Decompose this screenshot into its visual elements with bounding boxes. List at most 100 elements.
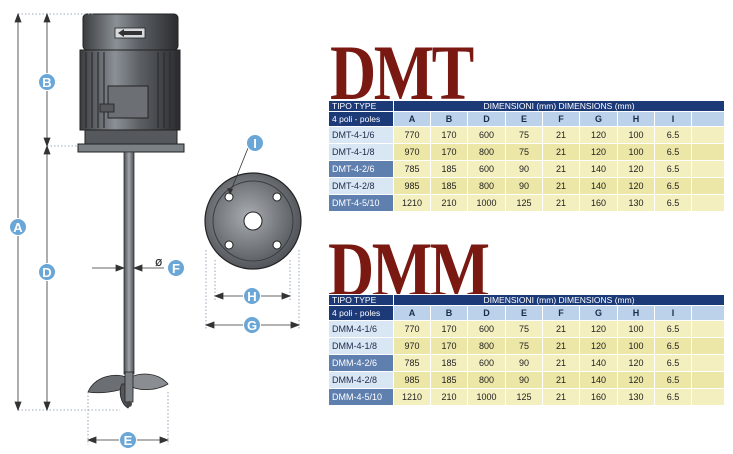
col-header: E — [505, 305, 543, 321]
col-header: I — [654, 111, 692, 127]
value-cell: 6.5 — [654, 320, 692, 338]
label-g: G — [243, 316, 261, 334]
value-cell: 120 — [617, 160, 655, 178]
svg-text:G: G — [247, 318, 257, 333]
table-row: DMT-4-1/8 970 170 800 75 21 120 100 6.5 — [328, 143, 725, 161]
value-cell: 120 — [617, 354, 655, 372]
value-cell — [691, 126, 725, 144]
value-cell: 1000 — [467, 388, 506, 406]
label-h: H — [243, 287, 261, 305]
value-cell: 800 — [467, 143, 506, 161]
value-cell: 21 — [542, 320, 580, 338]
col-header: B — [430, 305, 468, 321]
value-cell: 1210 — [393, 388, 431, 406]
value-cell: 785 — [393, 354, 431, 372]
value-cell: 6.5 — [654, 177, 692, 195]
col-header: B — [430, 111, 468, 127]
value-cell: 21 — [542, 177, 580, 195]
value-cell: 120 — [579, 143, 618, 161]
value-cell: 125 — [505, 388, 543, 406]
value-cell — [691, 194, 725, 212]
value-cell: 21 — [542, 143, 580, 161]
value-cell: 800 — [467, 177, 506, 195]
type-label: TIPO TYPE — [328, 100, 394, 112]
label-d: D — [38, 263, 56, 281]
value-cell: 6.5 — [654, 354, 692, 372]
value-cell: 970 — [393, 143, 431, 161]
value-cell: 800 — [467, 337, 506, 355]
flange-top-view — [204, 147, 302, 270]
col-header: H — [617, 111, 655, 127]
svg-text:E: E — [124, 433, 133, 448]
value-cell: 6.5 — [654, 143, 692, 161]
value-cell: 6.5 — [654, 371, 692, 389]
model-name: DMM-4-2/6 — [328, 354, 394, 372]
value-cell: 21 — [542, 354, 580, 372]
label-f: F — [167, 259, 185, 277]
dimensions-label: DIMENSIONI (mm) DIMENSIONS (mm) — [393, 100, 725, 112]
propeller — [87, 371, 169, 409]
value-cell: 21 — [542, 194, 580, 212]
value-cell: 100 — [617, 320, 655, 338]
value-cell: 1000 — [467, 194, 506, 212]
value-cell: 600 — [467, 354, 506, 372]
value-cell — [691, 160, 725, 178]
value-cell: 170 — [430, 320, 468, 338]
value-cell: 140 — [579, 371, 618, 389]
value-cell: 160 — [579, 388, 618, 406]
poles-label: 4 poli - poles — [328, 111, 394, 127]
svg-text:B: B — [42, 75, 51, 90]
value-cell: 600 — [467, 160, 506, 178]
value-cell: 75 — [505, 143, 543, 161]
table-row: DMT-4-5/10 1210 210 1000 125 21 160 130 … — [328, 194, 725, 212]
value-cell: 770 — [393, 320, 431, 338]
value-cell — [691, 371, 725, 389]
value-cell: 210 — [430, 194, 468, 212]
value-cell: 800 — [467, 371, 506, 389]
value-cell: 120 — [579, 126, 618, 144]
value-cell: 90 — [505, 160, 543, 178]
value-cell — [691, 143, 725, 161]
value-cell: 185 — [430, 354, 468, 372]
value-cell: 785 — [393, 160, 431, 178]
value-cell: 120 — [579, 337, 618, 355]
value-cell: 970 — [393, 337, 431, 355]
value-cell: 6.5 — [654, 337, 692, 355]
value-cell: 130 — [617, 194, 655, 212]
value-cell: 160 — [579, 194, 618, 212]
value-cell: 21 — [542, 388, 580, 406]
table-row: DMM-4-1/8 970 170 800 75 21 120 100 6.5 — [328, 337, 725, 355]
table-row: DMM-4-5/10 1210 210 1000 125 21 160 130 … — [328, 388, 725, 406]
value-cell: 185 — [430, 371, 468, 389]
table-row: DMT-4-2/6 785 185 600 90 21 140 120 6.5 — [328, 160, 725, 178]
label-e: E — [119, 431, 137, 449]
value-cell: 90 — [505, 371, 543, 389]
label-b: B — [38, 73, 56, 91]
phi-symbol: ø — [155, 255, 162, 269]
model-name: DMM-4-1/6 — [328, 320, 394, 338]
dmm-dimension-table: TIPO TYPE DIMENSIONI (mm) DIMENSIONS (mm… — [328, 294, 725, 406]
value-cell: 985 — [393, 177, 431, 195]
value-cell: 600 — [467, 126, 506, 144]
value-cell: 140 — [579, 177, 618, 195]
table-row: DMT-4-1/6 770 170 600 75 21 120 100 6.5 — [328, 126, 725, 144]
dmt-dimension-table: TIPO TYPE DIMENSIONI (mm) DIMENSIONS (mm… — [328, 100, 725, 212]
model-name: DMT-4-2/8 — [328, 177, 394, 195]
table-row: DMT-4-2/8 985 185 800 90 21 140 120 6.5 — [328, 177, 725, 195]
value-cell: 75 — [505, 126, 543, 144]
value-cell: 125 — [505, 194, 543, 212]
value-cell: 210 — [430, 388, 468, 406]
value-cell: 6.5 — [654, 194, 692, 212]
value-cell — [691, 388, 725, 406]
value-cell: 120 — [617, 371, 655, 389]
value-cell — [691, 177, 725, 195]
col-header: F — [542, 305, 580, 321]
value-cell: 100 — [617, 126, 655, 144]
value-cell: 600 — [467, 320, 506, 338]
value-cell — [691, 354, 725, 372]
dimensions-label: DIMENSIONI (mm) DIMENSIONS (mm) — [393, 294, 725, 306]
value-cell: 120 — [579, 320, 618, 338]
type-label: TIPO TYPE — [328, 294, 394, 306]
value-cell: 90 — [505, 354, 543, 372]
dmt-title: DMT — [330, 29, 474, 116]
